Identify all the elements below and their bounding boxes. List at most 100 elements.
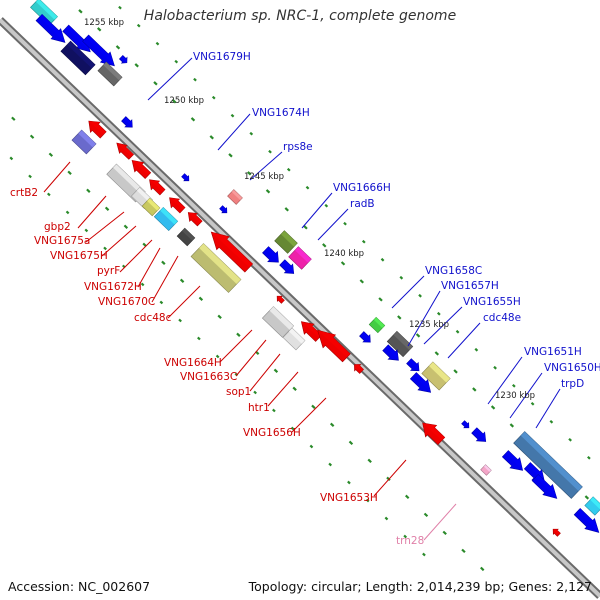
gene-arrow — [382, 344, 399, 361]
kbp-labels: 1255 kbp 1250 kbp 1245 kbp 1240 kbp 1235… — [84, 18, 535, 401]
gene-label[interactable]: VNG1664H — [164, 357, 222, 369]
tick-mark — [380, 257, 385, 262]
gene-label[interactable]: VNG1658C — [425, 265, 482, 277]
accession-text: Accession: NC_002607 — [8, 579, 151, 594]
leader-line — [423, 503, 457, 541]
gene-arrow — [35, 13, 66, 43]
gene-feature — [421, 361, 451, 391]
gene-arrow-highlight — [409, 358, 420, 371]
tick-mark — [365, 498, 370, 503]
gene-label[interactable]: VNG1679H — [193, 51, 251, 63]
gene-label[interactable]: htr1 — [248, 402, 270, 414]
gene-arrow-highlight — [183, 173, 189, 181]
tick-mark — [78, 9, 83, 14]
tick-mark — [399, 275, 404, 280]
tick-mark — [284, 207, 289, 212]
gene-label[interactable]: crtB2 — [10, 187, 38, 199]
gene-feature — [141, 197, 161, 217]
tick-mark — [418, 293, 422, 298]
gene-box — [190, 243, 242, 293]
gene-label[interactable]: trpD — [561, 378, 584, 390]
tick-mark — [568, 437, 572, 442]
tick-mark — [228, 153, 233, 158]
gene-label[interactable]: trn28 — [396, 535, 424, 547]
gene-arrow — [169, 197, 186, 214]
gene-feature — [382, 344, 399, 361]
gene-label[interactable]: VNG1672H — [84, 281, 142, 293]
gene-label[interactable]: VNG1675H — [50, 250, 108, 262]
tick-mark — [436, 311, 441, 316]
tick-mark — [480, 566, 485, 572]
gene-arrow-highlight — [474, 427, 486, 442]
gene-box-highlight — [199, 243, 241, 285]
gene-arrow-highlight — [169, 197, 186, 210]
gene-label[interactable]: sop1 — [226, 386, 251, 398]
tick-mark — [311, 404, 316, 410]
gene-label[interactable]: VNG1655H — [463, 296, 521, 308]
gene-box-highlight — [103, 62, 123, 81]
leader-line — [119, 239, 153, 273]
tick-marks — [9, 5, 591, 572]
gene-arrow-highlight — [86, 35, 115, 66]
gene-label[interactable]: gbp2 — [44, 221, 71, 233]
gene-label[interactable]: rps8e — [283, 141, 313, 153]
gene-label[interactable]: VNG1651H — [524, 346, 582, 358]
gene-arrow-highlight — [188, 212, 203, 224]
gene-arrow-highlight — [413, 372, 431, 393]
tick-mark — [155, 41, 160, 46]
gene-arrow — [501, 450, 524, 471]
gene-label[interactable]: cdc48e — [483, 312, 521, 324]
gene-feature — [354, 364, 364, 374]
gene-label[interactable]: pyrF — [97, 265, 120, 277]
leader-line — [373, 459, 407, 497]
tick-mark — [153, 81, 158, 86]
tick-mark — [178, 318, 182, 323]
gene-box-highlight — [373, 317, 385, 329]
gene-label[interactable]: VNG1675a — [34, 235, 90, 247]
tick-mark — [386, 476, 391, 482]
leader-line — [217, 113, 251, 151]
gene-box — [513, 431, 583, 499]
gene-arrow-highlight — [149, 179, 166, 192]
leader-line — [391, 275, 425, 309]
gene-box — [584, 496, 600, 516]
gene-label[interactable]: VNG1670C — [98, 296, 155, 308]
gene-arrow-highlight — [535, 474, 557, 499]
gene-arrow-highlight — [317, 330, 351, 358]
gene-box-highlight — [429, 361, 451, 383]
gene-arrow-highlight — [265, 246, 279, 263]
tick-mark — [140, 282, 145, 287]
genome-summary-text: Topology: circular; Length: 2,014,239 bp… — [248, 579, 592, 594]
gene-feature — [35, 13, 66, 43]
gene-label[interactable]: VNG1656H — [243, 427, 301, 439]
leader-line — [535, 388, 561, 429]
gene-label[interactable]: VNG1666H — [333, 182, 391, 194]
gene-label[interactable]: radB — [350, 198, 375, 210]
gene-feature — [531, 474, 558, 499]
gene-label[interactable]: VNG1653H — [320, 492, 378, 504]
gene-label[interactable]: VNG1657H — [441, 280, 499, 292]
leader-line — [509, 372, 543, 419]
gene-arrow — [210, 231, 254, 273]
tick-mark — [367, 458, 372, 464]
gene-box-highlight — [288, 328, 305, 344]
gene-arrow-highlight — [277, 296, 285, 302]
gene-feature — [471, 427, 487, 442]
gene-box — [71, 129, 97, 155]
gene-feature — [116, 142, 134, 160]
leader-line — [235, 339, 267, 377]
tick-mark — [211, 95, 216, 100]
gene-feature — [584, 496, 600, 516]
gene-arrow-highlight — [301, 321, 322, 338]
leader-line — [249, 353, 281, 392]
gene-features — [30, 0, 600, 537]
gene-feature — [300, 321, 323, 342]
gene-label[interactable]: VNG1674H — [252, 107, 310, 119]
gene-label[interactable]: VNG1663C — [180, 371, 237, 383]
kbp-label: 1250 kbp — [164, 96, 204, 106]
tick-mark — [423, 512, 429, 518]
gene-label[interactable]: cdc48c — [134, 312, 172, 324]
gene-label[interactable]: VNG1650H — [544, 362, 600, 374]
tick-mark — [159, 300, 164, 305]
leader-line — [147, 57, 193, 101]
